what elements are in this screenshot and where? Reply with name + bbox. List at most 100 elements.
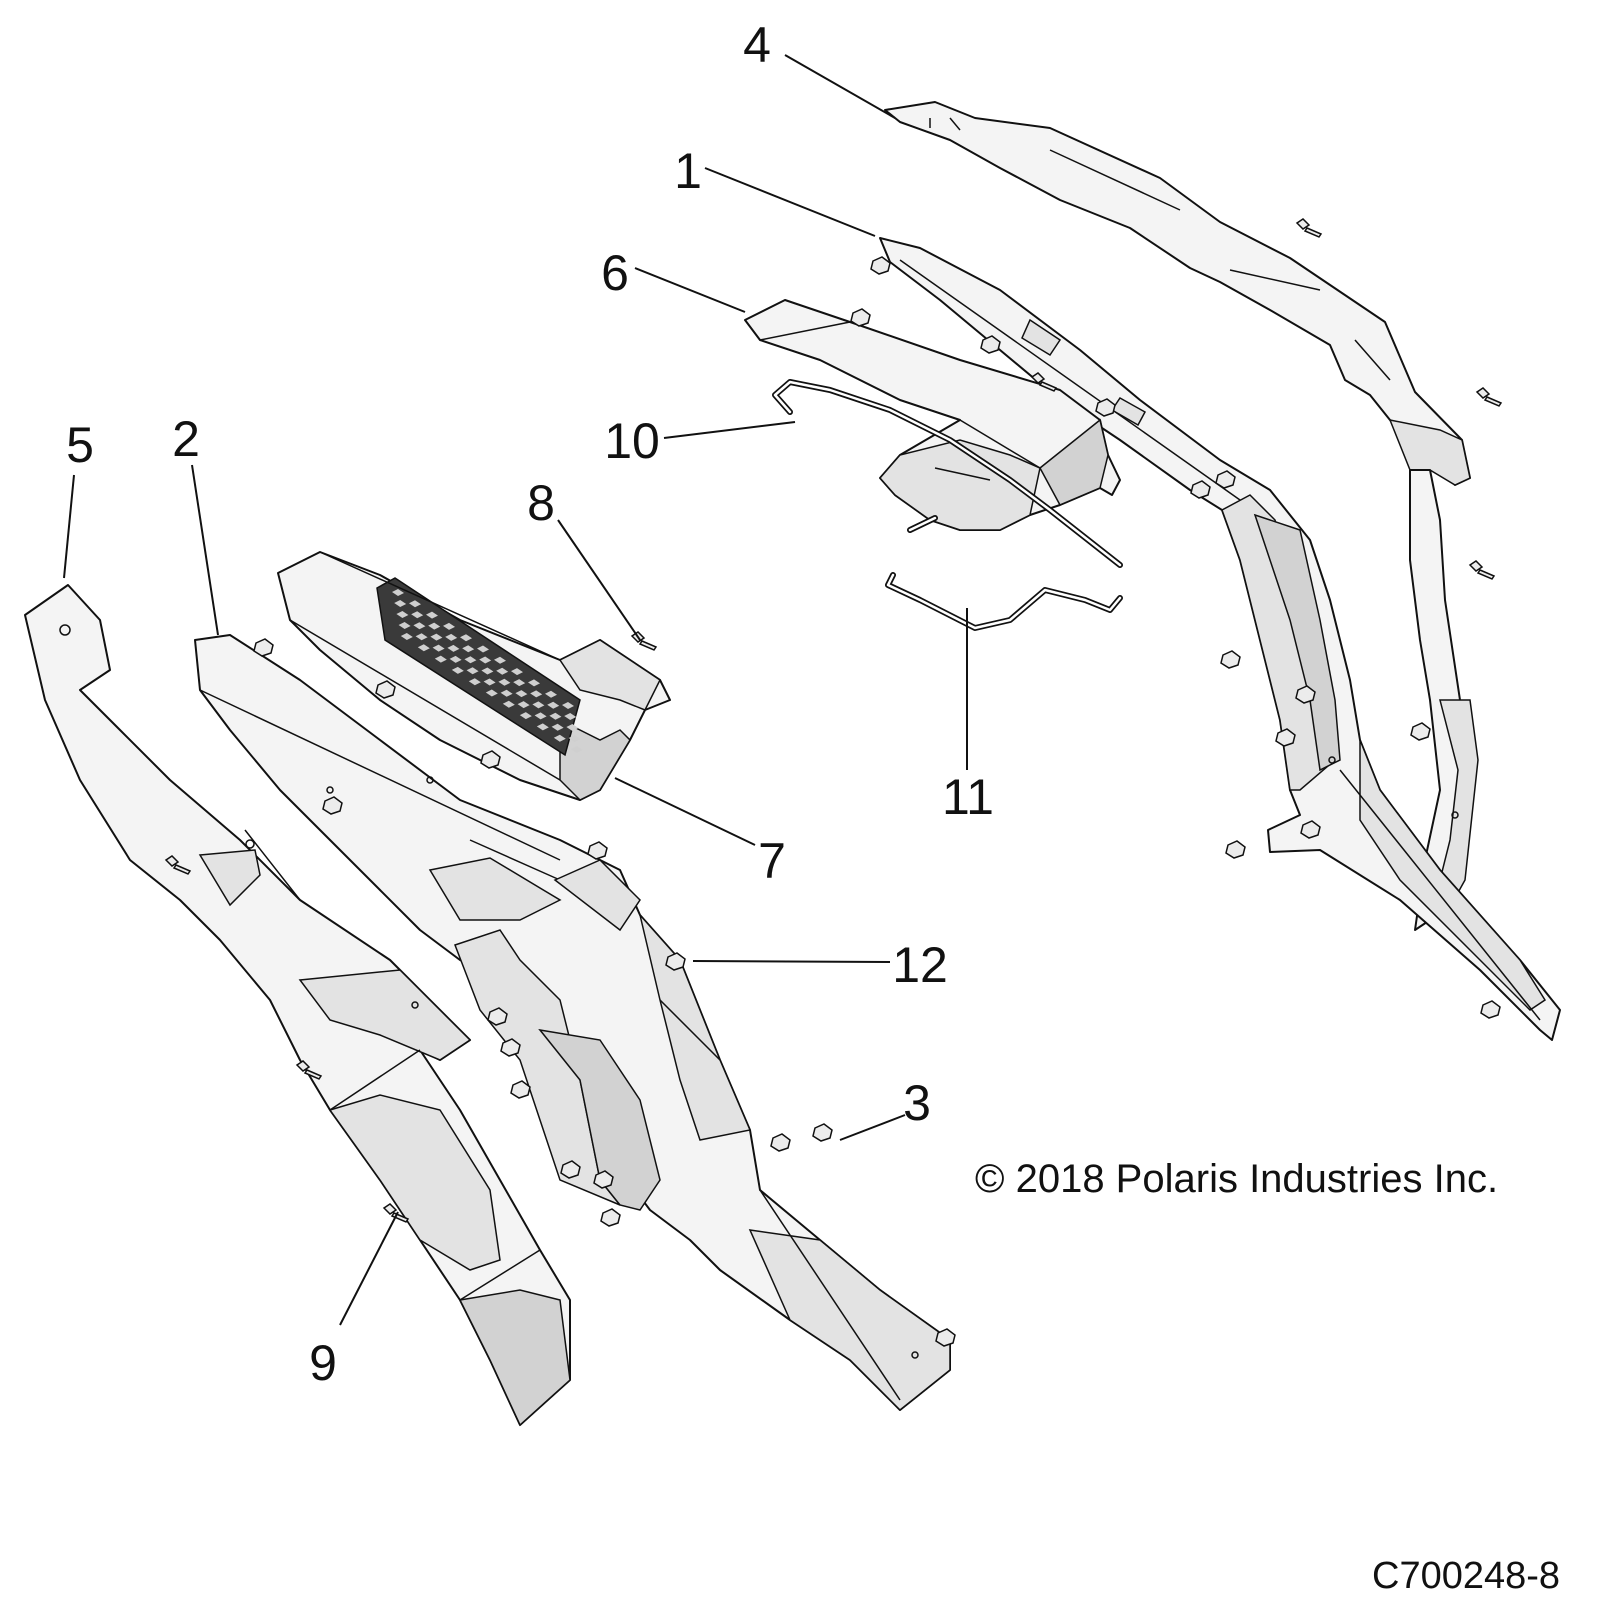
- callout-7: 7: [758, 833, 786, 889]
- clip-nut: [587, 841, 608, 860]
- grille-cell: [460, 634, 472, 642]
- grille-cell: [411, 611, 424, 619]
- clip-nut: [850, 308, 871, 327]
- grille-cell: [398, 622, 411, 629]
- clip-nut: [1275, 728, 1296, 747]
- clip-nut: [560, 1160, 581, 1179]
- grille-cell: [477, 645, 489, 653]
- clip-nut: [510, 1080, 531, 1099]
- clip-nut: [500, 1038, 521, 1057]
- screw: [1030, 372, 1058, 392]
- callout-3: 3: [903, 1075, 931, 1131]
- clip-nut: [770, 1133, 791, 1152]
- grille-cell: [568, 735, 581, 742]
- callout-1: 1: [674, 143, 702, 199]
- screw: [1468, 560, 1496, 580]
- grille-cell: [519, 712, 532, 720]
- grille-cell: [449, 655, 462, 663]
- clip-nut: [935, 1328, 956, 1347]
- grille-cell: [545, 690, 557, 698]
- grille-cell: [483, 678, 496, 686]
- clip-nut: [1410, 722, 1431, 741]
- clip-nut: [600, 1208, 621, 1227]
- grille-cell: [553, 734, 566, 742]
- grille-cell: [564, 713, 577, 720]
- clip-nut: [1225, 840, 1246, 859]
- clip-nut: [1220, 650, 1241, 669]
- callout-6: 6: [601, 245, 629, 301]
- grille-cell: [500, 689, 513, 697]
- callout-12: 12: [892, 937, 948, 993]
- leader-8: [557, 519, 641, 641]
- grille-cell: [532, 701, 545, 709]
- part-1-rear-panel: [879, 237, 1561, 1041]
- grille-cell: [400, 633, 413, 640]
- clip-nut: [480, 750, 501, 769]
- grille-cell: [394, 600, 407, 607]
- grille-cell: [498, 678, 511, 686]
- grille-cell: [485, 689, 498, 697]
- leader-2: [191, 464, 219, 636]
- grille-cell: [562, 702, 574, 709]
- grille-cell: [434, 655, 447, 663]
- grille-cell: [534, 712, 547, 720]
- grille-cell: [466, 667, 479, 675]
- grille-cell: [517, 701, 530, 709]
- screw: [1295, 218, 1323, 238]
- grille-cell: [566, 724, 579, 731]
- leader-12: [692, 960, 891, 963]
- leader-4: [784, 54, 896, 119]
- copyright-notice: © 2018 Polaris Industries Inc.: [975, 1157, 1499, 1201]
- callout-10: 10: [604, 413, 660, 469]
- grille-cell: [451, 666, 464, 674]
- leader-6: [634, 267, 746, 313]
- grille-cell: [496, 667, 509, 675]
- grille-cell: [511, 668, 523, 676]
- leader-1: [704, 167, 876, 237]
- grille-cell: [551, 723, 564, 731]
- grille-cell: [570, 746, 583, 753]
- grille-cell: [430, 633, 443, 641]
- clip-nut: [1190, 480, 1211, 499]
- grille-cell: [481, 667, 494, 675]
- screw: [1475, 387, 1503, 407]
- callout-4: 4: [743, 17, 771, 73]
- clip-nut: [375, 680, 396, 699]
- grille-cell: [536, 723, 549, 731]
- grille-cell: [502, 700, 515, 708]
- screw: [295, 1060, 323, 1080]
- grille-cell: [392, 589, 404, 596]
- screw: [382, 1203, 410, 1223]
- grille-cell: [494, 656, 506, 664]
- clip-nut: [870, 256, 891, 275]
- part-7-grille-housing: [277, 551, 671, 801]
- clip-nut: [322, 796, 343, 815]
- grille-cell: [464, 656, 477, 664]
- grille-cell: [413, 622, 426, 630]
- leader-5: [63, 474, 75, 579]
- grille-cell: [549, 712, 562, 720]
- grille-mesh: [392, 589, 583, 753]
- clip-nut: [487, 1007, 508, 1026]
- grille-cell: [528, 679, 540, 687]
- grille-cell: [462, 645, 475, 653]
- clip-nut: [1300, 820, 1321, 839]
- callout-labels: 4 1 6 10 8 5 2 11 7 12 3 9: [66, 17, 994, 1391]
- grille-cell: [415, 633, 428, 641]
- clip-nut: [593, 1170, 614, 1189]
- clip-nut: [665, 952, 686, 971]
- clip-nut: [253, 638, 274, 657]
- leader-9: [339, 1211, 399, 1326]
- grille-cell: [513, 679, 526, 687]
- grille-cell: [409, 600, 421, 608]
- clip-nut: [1215, 470, 1236, 489]
- grille-cell: [443, 622, 455, 630]
- callout-8: 8: [527, 475, 555, 531]
- clip-nut: [1295, 685, 1316, 704]
- clip-nut: [1480, 1000, 1501, 1019]
- callout-9: 9: [309, 1335, 337, 1391]
- part-11-bent-rod: [885, 572, 1123, 631]
- clip-nut: [1095, 398, 1116, 417]
- leader-7: [614, 777, 756, 846]
